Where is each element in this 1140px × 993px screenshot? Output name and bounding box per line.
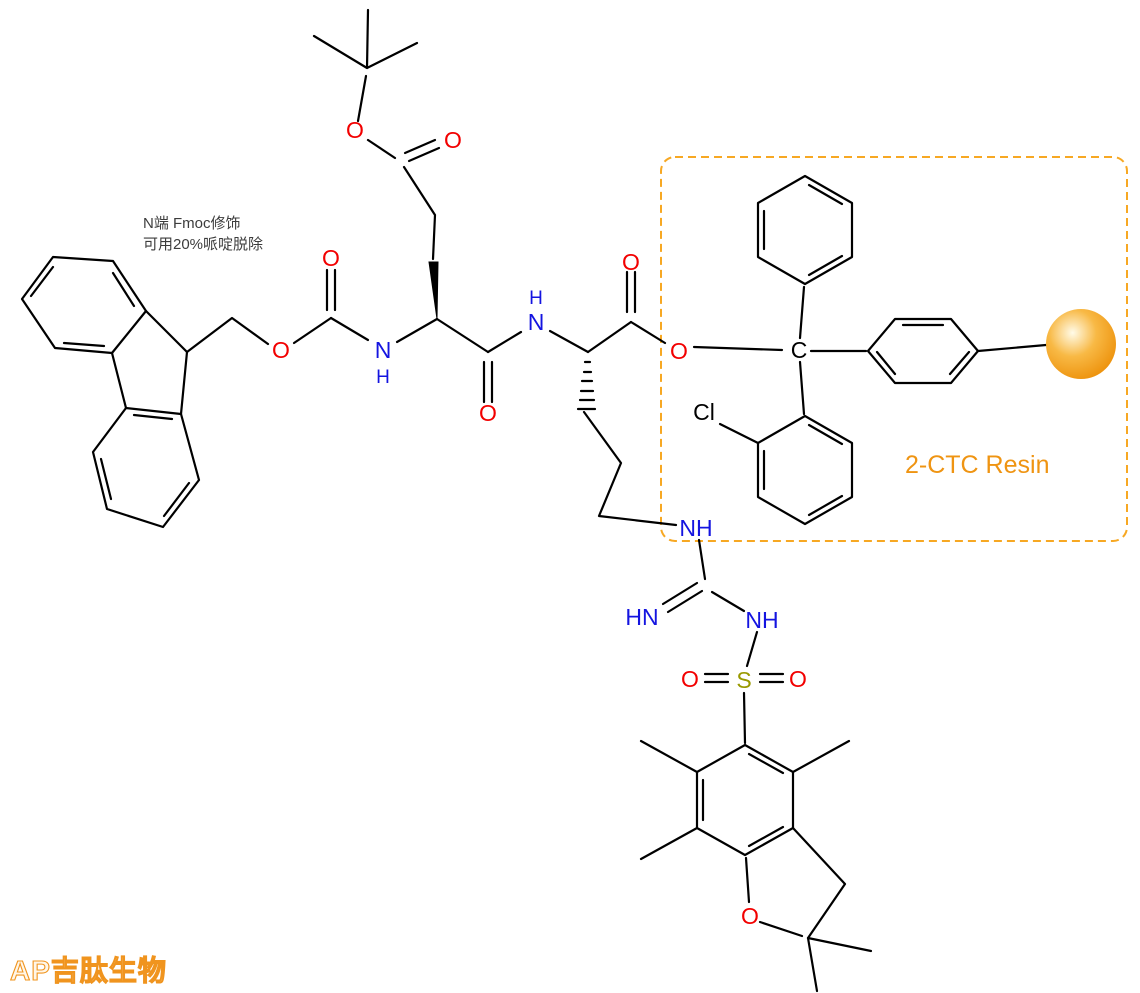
oxygen-sulfonyl-left-label: O (681, 666, 699, 692)
fmoc-annotation-line1: N端 Fmoc修饰 (143, 215, 241, 232)
backbone-bonds (435, 270, 784, 404)
oxygen-glu-ester-carbonyl-label: O (444, 127, 462, 153)
nitrogen-amide-label: N (528, 309, 545, 335)
carbon-trityl-label: C (791, 337, 808, 363)
arg-side-chain-bonds (576, 360, 707, 581)
pbf-methyl-bonds (639, 739, 851, 861)
nh-guanidine-label: NH (745, 607, 778, 633)
oxygen-fmoc-ester-label: O (272, 337, 290, 363)
guanidine-pbf-bonds (661, 581, 785, 745)
resin-highlight-box (660, 156, 1128, 542)
resin-bead (1046, 309, 1116, 379)
brand-watermark: AP吉肽生物 (10, 955, 167, 986)
oxygen-sulfonyl-right-label: O (789, 666, 807, 692)
chlorine-label: Cl (693, 399, 715, 425)
oxygen-resin-ester-label: O (670, 338, 688, 364)
atom-labels: O O O O N H O H N O O C Cl NH HN NH S O … (272, 117, 807, 929)
sulfur-sulfonyl-label: S (736, 667, 751, 693)
tbu-methyl-bonds (312, 8, 419, 70)
trityl-bonds (718, 174, 1048, 526)
oxygen-fmoc-carbonyl-label: O (322, 245, 340, 271)
fmoc-annotation-line2: 可用20%哌啶脱除 (143, 236, 263, 253)
fluorene-ring-bonds (20, 255, 201, 529)
stereo-hash-bond (576, 360, 597, 411)
nh-arg-delta-label: NH (679, 515, 712, 541)
chloro-bond (718, 422, 760, 445)
fmoc-linker-bonds (185, 268, 439, 354)
pbf-ring-bonds (639, 739, 873, 993)
oxygen-glu-amide-label: O (479, 400, 497, 426)
bead-link-bond (976, 343, 1048, 353)
hydrogen-fmoc-label: H (376, 367, 390, 388)
glu-side-chain-bonds (312, 8, 441, 320)
resin-name-label: 2-CTC Resin (905, 451, 1049, 479)
hydrogen-amide-label: H (529, 288, 543, 309)
hn-guanidine-imine-label: HN (625, 604, 658, 630)
oxygen-cterm-carbonyl-label: O (622, 249, 640, 275)
oxygen-tbu-ester-label: O (346, 117, 364, 143)
gem-dimethyl-bonds (806, 936, 873, 993)
stereo-wedge-bond (428, 261, 439, 320)
oxygen-pbf-furan-label: O (741, 903, 759, 929)
nitrogen-fmoc-label: N (375, 337, 392, 363)
